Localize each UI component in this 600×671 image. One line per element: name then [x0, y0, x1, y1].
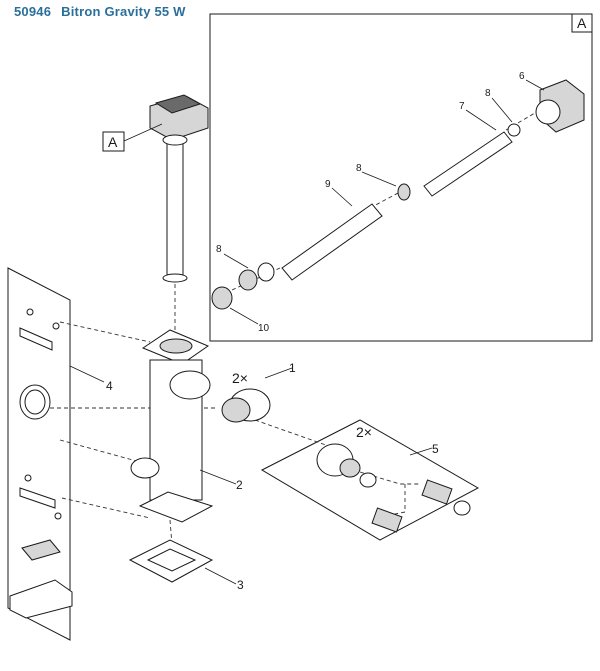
hose-connector-kit	[316, 443, 471, 533]
part-leader	[409, 447, 433, 456]
detail-frame-label: A	[577, 15, 587, 31]
tube-end-cap	[162, 273, 188, 283]
part-number-7: 7	[459, 101, 465, 112]
product-name: Bitron Gravity 55 W	[61, 4, 186, 19]
accessory-panel-5	[260, 419, 480, 541]
assembly-line	[384, 484, 406, 517]
uvc-unit-assembly	[149, 94, 209, 283]
seal-ring	[257, 262, 275, 282]
article-number: 50946	[14, 4, 52, 19]
seal-ring	[397, 183, 411, 201]
part-leader	[465, 109, 497, 131]
detail-callout-box	[102, 131, 125, 152]
assembly-line	[59, 439, 141, 463]
ground-spike-plate	[21, 539, 61, 561]
part-number-8-upper: 8	[485, 88, 491, 99]
uvc-display	[154, 94, 202, 114]
assembly-line	[254, 419, 341, 451]
part-leader	[264, 367, 293, 379]
quantity-mark: 2×	[356, 424, 372, 440]
screw	[26, 308, 34, 316]
detail-frame	[209, 13, 593, 342]
part-number-3: 3	[237, 578, 244, 592]
part-number-9: 9	[325, 179, 331, 190]
seal-ring	[238, 269, 258, 291]
stepped-hose-tail	[421, 479, 453, 505]
part-leader	[361, 171, 397, 187]
part-leader	[69, 365, 105, 383]
part-leader	[331, 187, 353, 207]
mounting-bracket	[19, 487, 56, 509]
housing-top-opening	[159, 338, 193, 354]
part-leader	[199, 469, 237, 485]
union-fitting-nut	[221, 397, 251, 423]
seal-ring	[507, 123, 521, 137]
mounting-foot	[9, 579, 73, 619]
filter-housing	[130, 329, 214, 523]
part-number-8-lower: 8	[216, 244, 222, 255]
quantity-mark: 2×	[232, 370, 248, 386]
assembly-line	[61, 497, 151, 519]
housing-bottom-flange	[138, 491, 214, 523]
hose-clip	[453, 500, 471, 516]
assembly-line	[59, 321, 151, 343]
stepped-hose-tail	[371, 507, 403, 533]
callout-leader	[123, 123, 163, 142]
part-number-2: 2	[236, 478, 243, 492]
screw-cap-thread	[339, 458, 361, 478]
o-ring	[359, 472, 377, 488]
part-leader	[229, 307, 259, 325]
mounting-kit	[9, 308, 73, 619]
part-number-8-middle: 8	[356, 163, 362, 174]
uvc-lamp	[423, 131, 513, 197]
assembly-line	[369, 191, 401, 209]
detail-callout-label: A	[108, 134, 118, 150]
hose-clamp-inner	[24, 389, 46, 415]
housing-inlet-port	[130, 457, 160, 479]
part-leader	[223, 253, 249, 269]
quartz-tube	[166, 137, 184, 279]
housing-outlet-port	[169, 370, 211, 400]
lamp-socket	[535, 99, 561, 125]
part-leader	[491, 97, 513, 123]
end-cap-nut	[211, 286, 233, 310]
housing-collar	[162, 134, 188, 146]
screw	[24, 474, 32, 482]
part-number-4: 4	[106, 379, 113, 393]
part-leader	[525, 79, 545, 91]
accessory-panel-4	[7, 267, 71, 641]
screw	[52, 322, 60, 330]
flange-gasket-opening	[146, 548, 197, 572]
detail-frame-label-box	[571, 13, 593, 33]
screw	[54, 512, 62, 520]
document-title: 50946 Bitron Gravity 55 W	[14, 4, 186, 19]
mounting-bracket	[19, 327, 53, 351]
part-number-6: 6	[519, 71, 525, 82]
detail-components	[211, 79, 585, 310]
quartz-glass	[281, 203, 383, 281]
part-number-5: 5	[432, 442, 439, 456]
part-number-10: 10	[258, 323, 270, 334]
part-number-1: 1	[289, 361, 296, 375]
part-leader	[204, 567, 237, 585]
